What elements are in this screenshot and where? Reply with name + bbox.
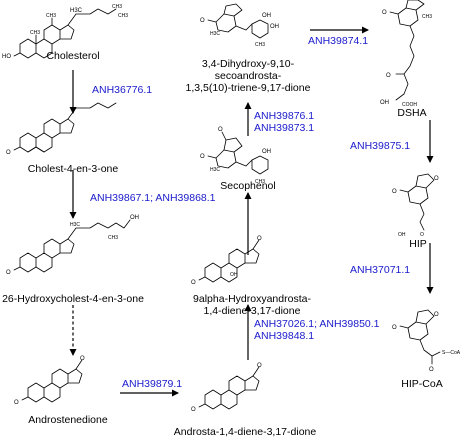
- structure-androstenedione: O O: [14, 356, 85, 406]
- label-androstadiene: Androsta-1,4-diene-3,17-dione: [173, 426, 317, 438]
- enzyme-label-anh36776: ANH36776.1: [92, 84, 153, 96]
- svg-text:O: O: [200, 18, 205, 24]
- svg-text:H3C: H3C: [70, 8, 83, 14]
- enzyme-label-anh39873: ANH39873.1: [254, 122, 315, 134]
- label-hip-coa: HIP-CoA: [401, 378, 443, 390]
- svg-text:COOH: COOH: [402, 102, 417, 108]
- svg-text:CH3: CH3: [118, 13, 128, 19]
- svg-text:O: O: [6, 150, 11, 156]
- label-hydroxyandrostadiene-line2: 1,4-diene-3,17-dione: [203, 305, 301, 317]
- svg-text:O: O: [257, 363, 262, 369]
- svg-text:CH3: CH3: [30, 30, 40, 36]
- label-hydroxyandrostadiene-line1: 9alpha-Hydroxyandrosta-: [193, 293, 311, 305]
- svg-text:S—CoA: S—CoA: [442, 350, 461, 356]
- structure-androstadiene: O O: [191, 363, 262, 413]
- svg-text:CH3: CH3: [422, 14, 432, 20]
- svg-text:O: O: [434, 312, 439, 318]
- svg-text:O: O: [392, 189, 397, 195]
- enzyme-label-anh39875: ANH39875.1: [350, 140, 411, 152]
- svg-text:O: O: [429, 367, 434, 373]
- svg-text:H3C: H3C: [210, 31, 220, 37]
- svg-text:O: O: [392, 325, 397, 331]
- label-dihydroxy-line3: 1,3,5(10)-triene-9,17-dione: [185, 82, 311, 94]
- enzyme-label-anh39848: ANH39848.1: [254, 330, 315, 342]
- svg-text:CH3: CH3: [108, 235, 118, 241]
- svg-text:H3C: H3C: [210, 167, 220, 173]
- enzyme-label-anh37071: ANH37071.1: [350, 264, 411, 276]
- svg-text:O: O: [257, 236, 262, 242]
- label-hip: HIP: [409, 238, 427, 250]
- label-26-hydroxycholest: 26-Hydroxycholest-4-en-3-one: [2, 293, 144, 305]
- label-dsha: DSHA: [397, 107, 427, 119]
- svg-text:O: O: [420, 232, 424, 238]
- label-dihydroxy-line1: 3,4-Dihydroxy-9,10-: [201, 58, 295, 70]
- structure-hip-coa: O O O S—CoA: [392, 309, 461, 373]
- svg-text:OH: OH: [262, 149, 271, 155]
- structure-secophenol: O O OH H3C CH3: [200, 127, 271, 185]
- svg-text:O: O: [191, 407, 196, 413]
- label-secophenol: Secophenol: [220, 180, 276, 192]
- svg-text:OH: OH: [130, 215, 139, 221]
- label-cholest-4-en-3-one: Cholest-4-en-3-one: [27, 163, 119, 175]
- svg-text:OH: OH: [262, 13, 271, 19]
- enzyme-label-anh39874: ANH39874.1: [308, 35, 369, 47]
- svg-text:CH3: CH3: [46, 13, 56, 19]
- svg-text:HO: HO: [2, 54, 11, 60]
- svg-text:O: O: [382, 10, 387, 16]
- enzyme-label-anh39867-anh39868: ANH39867.1; ANH39868.1: [90, 192, 216, 204]
- svg-text:CH3: CH3: [112, 4, 122, 10]
- svg-text:O: O: [200, 154, 205, 160]
- label-androstenedione: Androstenedione: [28, 414, 108, 426]
- structure-hydroxycholestenone: O OH H3C CH3: [6, 215, 139, 276]
- svg-text:CH3: CH3: [255, 42, 265, 48]
- svg-text:OH: OH: [270, 24, 279, 30]
- structure-cholestenone: O: [6, 102, 117, 156]
- structure-hydroxyandrostadiene: O O OH: [191, 236, 262, 286]
- svg-text:O: O: [80, 356, 85, 362]
- svg-text:OH: OH: [380, 100, 389, 106]
- svg-text:O: O: [386, 73, 391, 79]
- svg-text:OH: OH: [398, 232, 406, 238]
- svg-text:CH3: CH3: [255, 179, 265, 185]
- structure-dsha: O O OH COOH CH3: [380, 0, 432, 108]
- enzyme-label-anh37026-anh39850: ANH37026.1; ANH39850.1: [254, 318, 380, 330]
- structure-hip: O O OH O: [392, 173, 439, 238]
- enzyme-label-anh39876: ANH39876.1: [254, 110, 315, 122]
- svg-text:O: O: [434, 176, 439, 182]
- svg-text:O: O: [218, 127, 223, 133]
- structure-cholesterol: HO H3C CH3 CH3 CH3 CH3: [2, 4, 128, 60]
- svg-text:O: O: [191, 280, 196, 286]
- structure-dihydroxy-seco: O OH OH H3C CH3: [200, 3, 279, 48]
- label-cholesterol: Cholesterol: [46, 50, 100, 62]
- svg-text:H3C: H3C: [70, 222, 80, 228]
- svg-text:OH: OH: [230, 272, 238, 278]
- label-dihydroxy-line2: secoandrosta-: [214, 70, 282, 82]
- enzyme-label-anh39879: ANH39879.1: [122, 378, 183, 390]
- svg-text:O: O: [14, 400, 19, 406]
- svg-text:O: O: [6, 270, 11, 276]
